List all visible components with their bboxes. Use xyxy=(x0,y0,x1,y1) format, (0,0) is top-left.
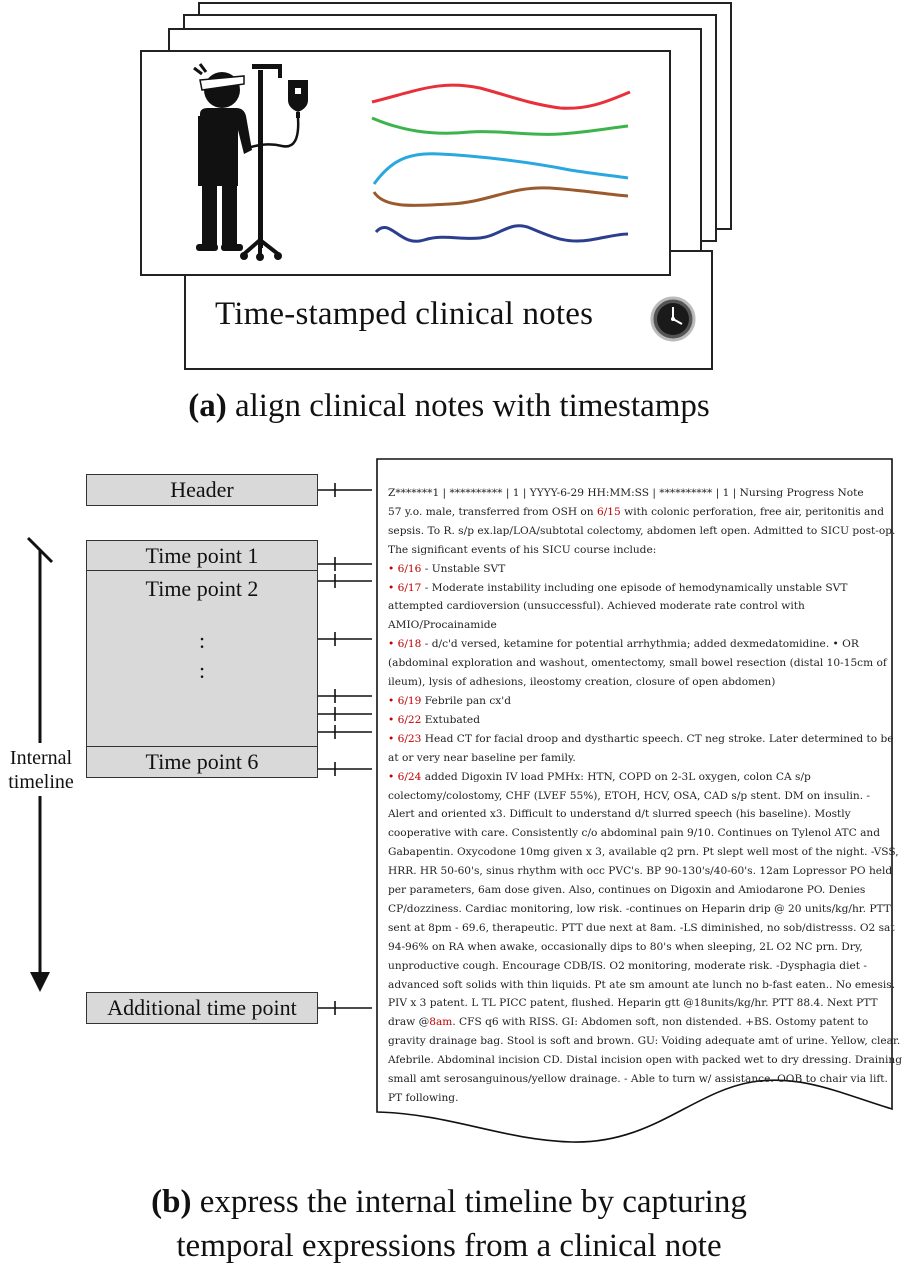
date-expression: 6/23 xyxy=(397,732,422,745)
caption-b-text-1: express the internal timeline by capturi… xyxy=(191,1184,747,1220)
wave-green xyxy=(371,116,629,136)
note-line: ileum), lysis of adhesions, ileostomy cr… xyxy=(388,676,776,689)
note-line: advanced soft solids with thin liquids. … xyxy=(388,978,896,991)
note-line: Alert and oriented x3. Difficult to unde… xyxy=(388,808,851,821)
time-point-6-box: Time point 6 xyxy=(86,746,318,778)
clinical-note-sheet xyxy=(376,458,893,1143)
caption-a-label: (a) xyxy=(188,388,227,424)
note-line: HRR. HR 50-60's, sinus rhythm with occ P… xyxy=(388,865,893,878)
note-line: PT following. xyxy=(388,1092,459,1104)
caption-a: (a) align clinical notes with timestamps xyxy=(0,388,898,425)
internal-timeline-label-line2: timeline xyxy=(8,771,74,793)
additional-time-point-label: Additional time point xyxy=(107,995,297,1020)
notes-card-title: Time-stamped clinical notes xyxy=(215,296,594,332)
bullet-icon: • xyxy=(388,732,395,745)
time-point-6-label: Time point 6 xyxy=(145,749,259,774)
caption-b-label: (b) xyxy=(151,1184,192,1220)
note-line: Z*******1 | ********** | 1 | YYYY-6-29 H… xyxy=(388,487,864,499)
note-line: CP/dozziness. Cardiac monitoring, low ri… xyxy=(388,902,891,915)
ellipsis-dot-2: : xyxy=(199,658,206,683)
header-box-label: Header xyxy=(170,477,234,502)
time-point-2-label: Time point 2 xyxy=(145,576,259,601)
time-points-group xyxy=(86,540,318,747)
time-expression: 8am xyxy=(429,1016,453,1029)
note-line: unproductive cough. Encourage CDB/IS. O2… xyxy=(388,959,867,972)
note-line: • 6/24 added Digoxin IV load PMHx: HTN, … xyxy=(388,770,811,783)
note-line: draw @8am. CFS q6 with RISS. GI: Abdomen… xyxy=(388,1016,869,1029)
note-line: Gabapentin. Oxycodone 10mg given x 3, av… xyxy=(388,846,899,859)
time-point-1-box: Time point 1 xyxy=(86,540,318,571)
note-line: • 6/16 - Unstable SVT xyxy=(388,562,506,575)
time-point-1-label: Time point 1 xyxy=(145,543,259,568)
note-line: • 6/18 - d/c'd versed, ketamine for pote… xyxy=(388,638,859,651)
clock-icon xyxy=(650,296,696,342)
connectors xyxy=(26,483,372,1015)
note-line: AMIO/Procainamide xyxy=(388,619,497,632)
internal-timeline-label-line1: Internal xyxy=(9,747,73,769)
wave-blue xyxy=(372,152,629,185)
bullet-icon: • xyxy=(388,562,395,575)
date-expression: 6/16 xyxy=(397,562,422,575)
bullet-icon: • xyxy=(388,694,395,707)
wave-brown xyxy=(372,186,629,207)
ellipsis-dot-1: : xyxy=(199,628,206,653)
date-expression: 6/15 xyxy=(597,505,621,518)
note-line: 94-96% on RA when awake, occasionally di… xyxy=(388,940,863,953)
header-box: Header xyxy=(86,474,318,506)
note-line: sent at 8pm - 69.6, therapeutic. PTT due… xyxy=(388,921,895,934)
vital-signs-waves xyxy=(371,83,631,243)
caption-b-line2: temporal expressions from a clinical not… xyxy=(176,1228,722,1264)
caption-b-line1: (b) express the internal timeline by cap… xyxy=(0,1180,898,1224)
note-line: The significant events of his SICU cours… xyxy=(388,543,657,556)
note-line: • 6/23 Head CT for facial droop and dyst… xyxy=(388,732,894,745)
note-line: colectomy/colostomy, CHF (LVEF 55%), ETO… xyxy=(388,789,871,802)
note-line: attempted cardioversion (unsuccessful). … xyxy=(388,600,805,613)
patient-iv-icon xyxy=(193,63,308,261)
note-line: • 6/22 Extubated xyxy=(388,713,480,726)
date-expression: 6/22 xyxy=(397,713,422,726)
caption-a-text: align clinical notes with timestamps xyxy=(226,388,710,424)
note-line: • 6/17 - Moderate instability including … xyxy=(388,581,848,594)
note-line: Afebrile. Abdominal incision CD. Distal … xyxy=(388,1054,902,1067)
date-expression: 6/18 xyxy=(397,638,422,651)
note-line: per parameters, 6am dose given. Also, co… xyxy=(388,884,866,897)
note-line: 57 y.o. male, transferred from OSH on 6/… xyxy=(388,505,884,518)
internal-timeline-label: Internal timeline xyxy=(0,746,86,794)
date-expression: 6/19 xyxy=(397,694,422,707)
note-line: (abdominal exploration and washout, omen… xyxy=(388,657,887,670)
caption-b: (b) express the internal timeline by cap… xyxy=(0,1180,898,1268)
note-line: cooperative with care. Consistently c/o … xyxy=(388,827,880,840)
bullet-icon: • xyxy=(388,581,395,594)
wave-navy xyxy=(374,224,629,243)
date-expression: 6/24 xyxy=(397,770,422,783)
date-expression: 6/17 xyxy=(397,581,422,594)
note-line: • 6/19 Febrile pan cx'd xyxy=(388,694,511,707)
note-line: small amt serosanguinous/yellow drainage… xyxy=(388,1073,888,1086)
additional-time-point-box: Additional time point xyxy=(86,992,318,1024)
note-line: sepsis. To R. s/p ex.lap/LOA/subtotal co… xyxy=(388,524,896,537)
clinical-note-text: Z*******1 | ********** | 1 | YYYY-6-29 H… xyxy=(388,484,902,1108)
bullet-icon: • xyxy=(388,770,395,783)
wave-red xyxy=(371,83,631,110)
note-line: gravity drainage bag. Stool is soft and … xyxy=(388,1035,901,1048)
note-line: PIV x 3 patent. L TL PICC patent, flushe… xyxy=(388,997,878,1010)
bullet-icon: • xyxy=(388,638,395,651)
bullet-icon: • xyxy=(388,713,395,726)
note-line: at or very near baseline per family. xyxy=(388,751,576,764)
